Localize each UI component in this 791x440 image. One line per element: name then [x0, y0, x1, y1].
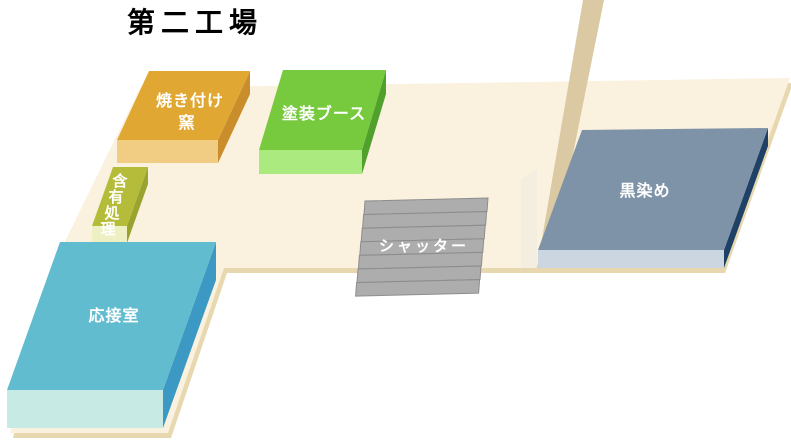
- dye-front-face: [538, 250, 724, 268]
- treat-label-char3: 処: [103, 204, 120, 222]
- wall-face: [537, 0, 604, 268]
- room-meeting: 応接室: [7, 242, 216, 428]
- meeting-side-face: [163, 242, 216, 428]
- paint-top-face: [259, 70, 386, 150]
- paint-side-face: [362, 70, 386, 174]
- paint-front-face: [259, 150, 362, 174]
- treat-top-face: [92, 167, 148, 226]
- meeting-top-face: [7, 242, 216, 390]
- treat-front-face: [92, 226, 127, 243]
- treat-side-face: [127, 167, 148, 243]
- shutter-label: シャッター: [379, 238, 469, 255]
- room-paint: 塗装ブース: [259, 70, 386, 174]
- room-kiln: 焼き付け 窯: [117, 71, 250, 163]
- meeting-front-face: [7, 390, 163, 428]
- meeting-label: 応接室: [88, 306, 139, 325]
- treat-label-char4: 理: [100, 221, 115, 238]
- paint-label: 塗装ブース: [282, 104, 366, 123]
- room-dye: 黒染め: [538, 128, 768, 268]
- shutter: シャッター: [355, 197, 489, 297]
- room-treat: 含 有 処 理: [92, 167, 148, 243]
- page-title: 第二工場: [127, 6, 263, 38]
- kiln-side-face: [218, 71, 250, 163]
- dye-label: 黒染め: [619, 181, 670, 200]
- treat-label-char2: 有: [108, 188, 123, 206]
- dye-top-face: [538, 128, 768, 250]
- kiln-front-face: [117, 140, 218, 163]
- shutter-slat: [355, 279, 481, 297]
- shutter-slats: [355, 197, 489, 297]
- kiln-label-line2: 窯: [178, 113, 195, 132]
- wall-end-facet: [521, 168, 537, 268]
- kiln-top-face: [117, 71, 250, 140]
- kiln-label-line1: 焼き付け: [156, 91, 224, 110]
- treat-label-char1: 含: [112, 172, 128, 190]
- dye-side-face: [724, 128, 768, 268]
